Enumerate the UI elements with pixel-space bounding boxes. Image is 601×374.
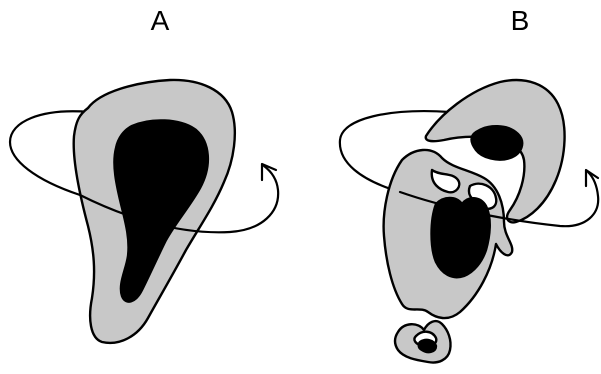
panel-b-bottom-fragment-core — [419, 340, 436, 352]
panel-a-label: A — [151, 5, 170, 36]
panel-b-label: B — [511, 5, 530, 36]
panel-a — [10, 80, 278, 343]
panel-b-crescent-core — [472, 126, 523, 159]
panel-b — [340, 80, 598, 362]
